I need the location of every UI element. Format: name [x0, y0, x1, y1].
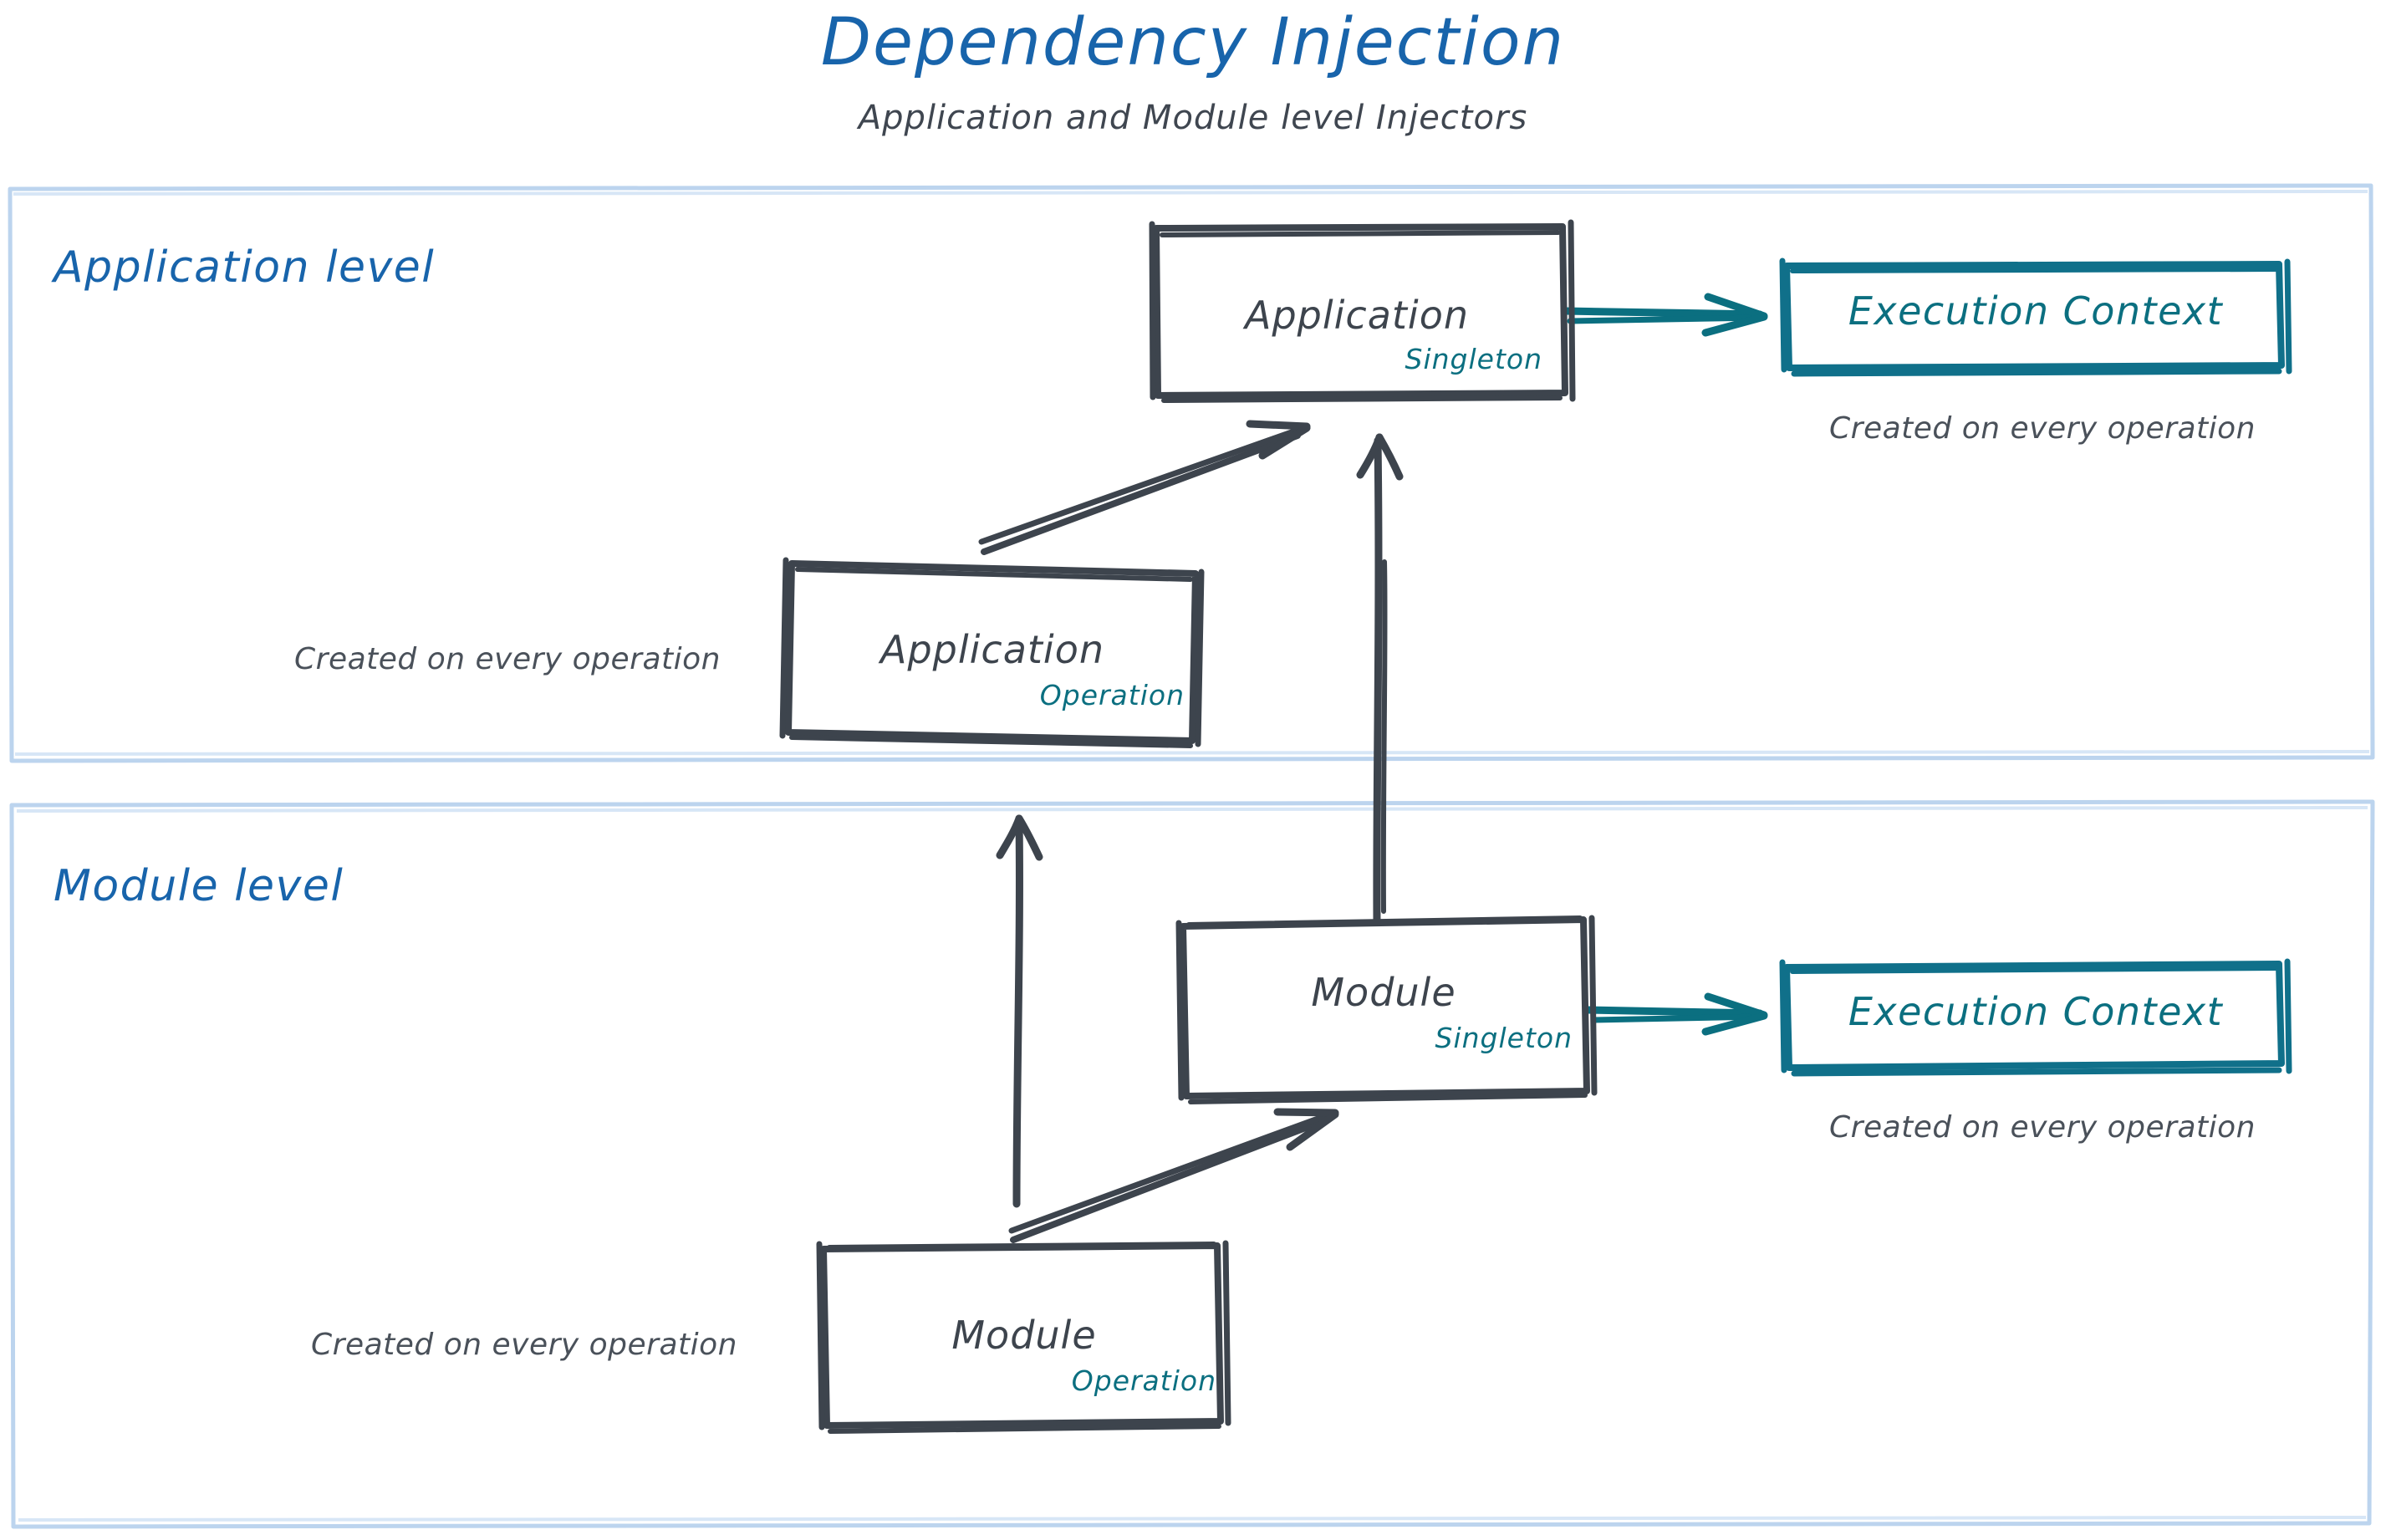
panel-label-application-level: Application level	[54, 242, 436, 293]
edge-module-singleton-to-execution-context	[1584, 992, 1768, 1036]
note-execution-context-application: Created on every operation	[1829, 411, 2256, 446]
node-application-singleton[interactable]	[1149, 219, 1576, 403]
node-label-module-operation: Module	[951, 1313, 1097, 1358]
page-title: Dependency Injection	[820, 5, 1566, 80]
edge-application-singleton-to-execution-context	[1561, 293, 1768, 337]
note-execution-context-module: Created on every operation	[1829, 1110, 2256, 1145]
node-module-singleton[interactable]	[1175, 915, 1598, 1104]
node-label-application-singleton: Application	[1244, 293, 1470, 338]
node-label-application-operation: Application	[879, 627, 1105, 672]
edge-module-singleton-to-application-singleton	[1356, 433, 1404, 928]
node-scope-module-operation: Operation	[1071, 1364, 1216, 1397]
panel-label-module-level: Module level	[54, 861, 344, 911]
node-execution-context-application[interactable]	[1779, 258, 2292, 377]
node-scope-application-operation: Operation	[1039, 679, 1185, 711]
edge-module-operation-to-module-singleton	[1008, 1108, 1339, 1243]
edge-application-operation-to-application-singleton	[978, 420, 1311, 555]
page-subtitle: Application and Module level Injectors	[858, 99, 1528, 137]
node-label-execution-context-module: Execution Context	[1848, 989, 2224, 1034]
node-execution-context-module[interactable]	[1779, 958, 2292, 1077]
node-scope-module-singleton: Singleton	[1435, 1022, 1573, 1054]
node-label-module-singleton: Module	[1311, 970, 1456, 1015]
note-module-operation: Created on every operation	[311, 1328, 737, 1362]
note-application-operation: Created on every operation	[294, 642, 721, 676]
node-scope-application-singleton: Singleton	[1405, 343, 1542, 375]
node-module-operation[interactable]	[816, 1240, 1231, 1434]
node-label-execution-context-application: Execution Context	[1848, 288, 2224, 334]
edge-module-operation-to-application-operation	[996, 814, 1043, 1208]
node-application-operation[interactable]	[779, 557, 1205, 748]
